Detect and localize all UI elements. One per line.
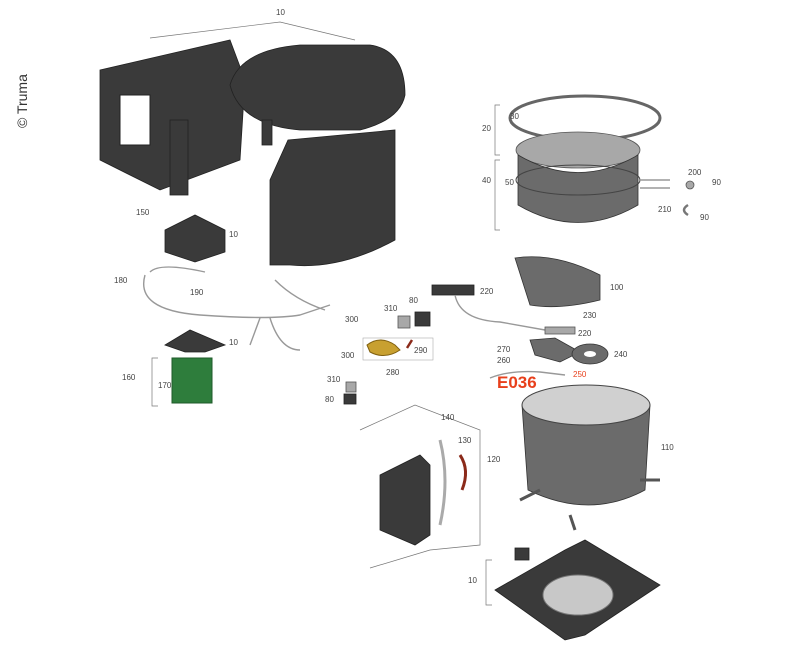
label-part-270: 270 bbox=[497, 345, 511, 354]
label-part-210: 210 bbox=[658, 205, 672, 214]
heat-shield bbox=[514, 256, 601, 308]
gas-valve-group bbox=[343, 311, 434, 405]
error-code: E036 bbox=[497, 373, 537, 392]
label-screw-300b: 300 bbox=[341, 351, 355, 360]
label-part-80a: 80 bbox=[409, 296, 418, 305]
part-labels: 10 20 30 40 50 200 90 210 90 150 10 180 190 220 100 230… bbox=[114, 8, 721, 585]
label-part-310b: 310 bbox=[327, 375, 341, 384]
label-harness: 180 bbox=[114, 276, 128, 285]
label-screw-30: 30 bbox=[510, 112, 519, 121]
label-part-190: 190 bbox=[190, 288, 204, 297]
corner-cover bbox=[164, 214, 226, 263]
label-part-200: 200 bbox=[688, 168, 702, 177]
label-ring: 20 bbox=[482, 124, 491, 133]
label-cover-lower: 10 bbox=[229, 338, 238, 347]
can-assembly bbox=[494, 94, 695, 231]
label-shield-100: 100 bbox=[610, 283, 624, 292]
label-part-230: 230 bbox=[583, 311, 597, 320]
label-part-130: 130 bbox=[458, 436, 472, 445]
lower-cover bbox=[164, 329, 227, 353]
label-bracket-120: 120 bbox=[487, 455, 501, 464]
label-part-140: 140 bbox=[441, 413, 455, 422]
label-connector-220: 220 bbox=[480, 287, 494, 296]
label-sensor-250: 250 bbox=[573, 370, 587, 379]
label-cylinder-110: 110 bbox=[661, 443, 674, 452]
base-plate bbox=[485, 539, 661, 641]
label-board-170: 170 bbox=[158, 381, 172, 390]
housing-assembly bbox=[99, 21, 406, 267]
label-screw-150: 150 bbox=[136, 208, 150, 217]
label-board-group: 160 bbox=[122, 373, 136, 382]
label-part-310a: 310 bbox=[384, 304, 398, 313]
wiring-harness bbox=[143, 266, 331, 351]
bracket-group bbox=[359, 404, 481, 569]
control-board bbox=[171, 357, 213, 404]
label-can-inner: 50 bbox=[505, 178, 514, 187]
label-cover-corner: 10 bbox=[229, 230, 238, 239]
label-part-260: 260 bbox=[497, 356, 511, 365]
label-screw-300a: 300 bbox=[345, 315, 359, 324]
label-can-group: 40 bbox=[482, 176, 491, 185]
label-part-220b: 220 bbox=[578, 329, 592, 338]
label-housing-top: 10 bbox=[276, 8, 285, 17]
cylinder bbox=[519, 384, 660, 531]
burner-group bbox=[431, 256, 609, 379]
label-part-90b: 90 bbox=[700, 213, 709, 222]
label-burner-240: 240 bbox=[614, 350, 628, 359]
label-part-290: 290 bbox=[414, 346, 428, 355]
label-part-90a: 90 bbox=[712, 178, 721, 187]
label-part-80b: 80 bbox=[325, 395, 334, 404]
label-base-10: 10 bbox=[468, 576, 477, 585]
label-valve-280: 280 bbox=[386, 368, 400, 377]
